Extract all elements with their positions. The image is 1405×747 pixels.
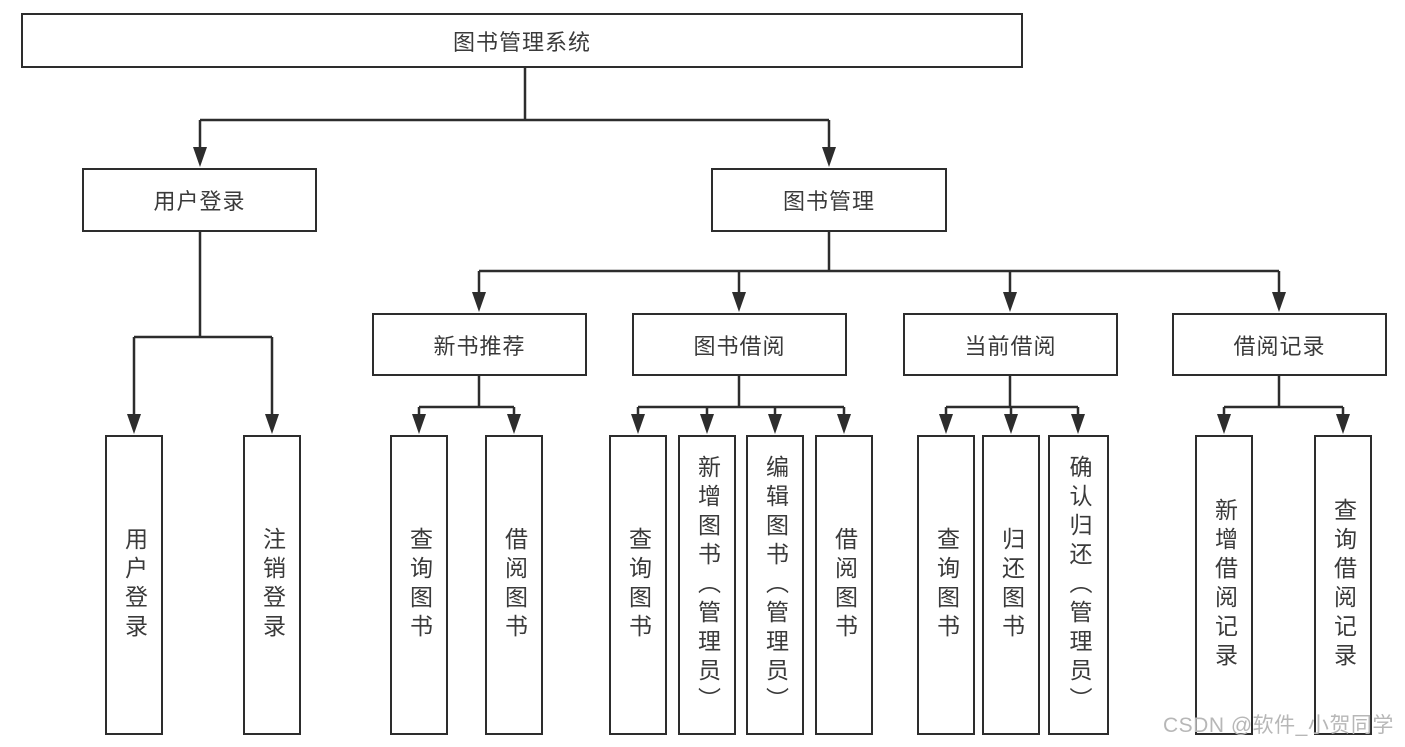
watermark: CSDN @软件_小贺同学 xyxy=(1163,714,1394,737)
leaf-cb-return-books: 归还图书 xyxy=(982,435,1040,735)
leaf-nbr-query-books: 查询图书 xyxy=(390,435,448,735)
node-book-mgmt: 图书管理 xyxy=(711,168,947,232)
leaf-bb-borrow-books: 借阅图书 xyxy=(815,435,873,735)
node-new-book-rec: 新书推荐 xyxy=(372,313,587,376)
arrowheads xyxy=(127,147,1350,434)
leaf-bb-edit-books-admin: 编辑图书（管理员） xyxy=(746,435,804,735)
leaf-br-add-record: 新增借阅记录 xyxy=(1195,435,1253,735)
node-borrow-record: 借阅记录 xyxy=(1172,313,1387,376)
leaf-bb-add-books-admin: 新增图书（管理员） xyxy=(678,435,736,735)
leaf-cb-query-books: 查询图书 xyxy=(917,435,975,735)
leaf-cb-confirm-return-admin: 确认归还（管理员） xyxy=(1048,435,1109,735)
node-root: 图书管理系统 xyxy=(21,13,1023,68)
node-user-login: 用户登录 xyxy=(82,168,317,232)
leaf-logout: 注销登录 xyxy=(243,435,301,735)
leaf-nbr-borrow-books: 借阅图书 xyxy=(485,435,543,735)
node-book-borrow: 图书借阅 xyxy=(632,313,847,376)
node-current-borrow: 当前借阅 xyxy=(903,313,1118,376)
leaf-bb-query-books: 查询图书 xyxy=(609,435,667,735)
leaf-user-login: 用户登录 xyxy=(105,435,163,735)
leaf-br-query-record: 查询借阅记录 xyxy=(1314,435,1372,735)
